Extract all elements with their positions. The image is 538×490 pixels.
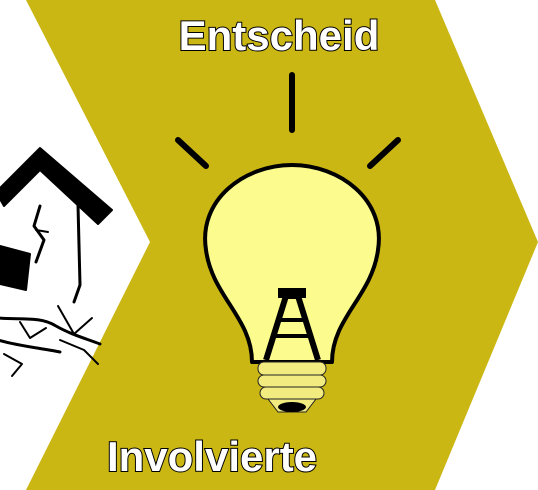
ray-right — [367, 137, 401, 169]
label-entscheid: Entscheid — [179, 12, 380, 59]
bulb-glass — [203, 163, 381, 364]
ray-left — [175, 137, 209, 169]
label-involvierte: Involvierte — [107, 433, 317, 480]
light-bulb-icon — [175, 72, 401, 413]
cracked-house-icon — [0, 147, 113, 377]
bulb-base — [257, 361, 327, 413]
